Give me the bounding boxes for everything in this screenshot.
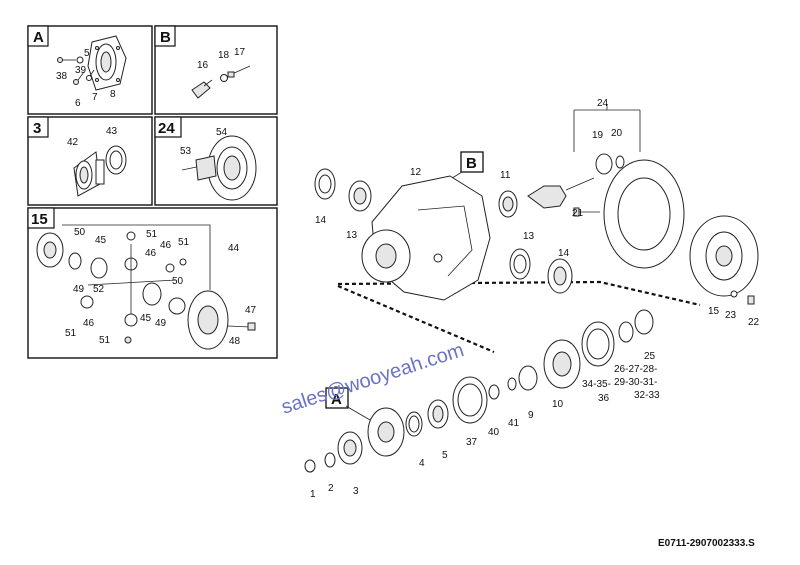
inset-tag-b: B	[160, 29, 171, 46]
main-exploded-view: B	[304, 98, 760, 500]
callout-26-27-28: 26-27-28-	[614, 364, 657, 375]
callout-25: 25	[644, 351, 656, 362]
inset-box-a: A 38 39 5 6 7 8	[27, 25, 153, 115]
callout-46: 46	[160, 240, 172, 251]
callout-6: 6	[75, 98, 81, 109]
callout-46: 46	[145, 248, 157, 259]
callout-38: 38	[56, 71, 68, 82]
callout-50: 50	[172, 276, 184, 287]
callout-20: 20	[611, 128, 623, 139]
callout-41: 41	[508, 418, 520, 429]
callout-51: 51	[146, 229, 158, 240]
callout-4: 4	[419, 458, 425, 469]
callout-42: 42	[67, 137, 79, 148]
callout-18: 18	[218, 50, 230, 61]
callout-40: 40	[488, 427, 500, 438]
callout-36: 36	[598, 393, 610, 404]
callout-46: 46	[83, 318, 95, 329]
callout-50: 50	[74, 227, 86, 238]
callout-7: 7	[92, 92, 98, 103]
callout-10: 10	[552, 399, 564, 410]
callout-54: 54	[216, 127, 228, 138]
callout-49: 49	[73, 284, 85, 295]
callout-13: 13	[523, 231, 535, 242]
callout-19: 19	[592, 130, 604, 141]
inset-tag-3: 3	[33, 120, 41, 137]
callout-3: 3	[353, 486, 359, 497]
callout-48: 48	[229, 336, 241, 347]
callout-9: 9	[528, 410, 534, 421]
callout-47: 47	[245, 305, 257, 316]
callout-17: 17	[234, 47, 246, 58]
callout-5: 5	[442, 450, 448, 461]
callout-22: 22	[748, 317, 760, 328]
callout-21: 21	[572, 208, 584, 219]
callout-44: 44	[228, 243, 240, 254]
callout-15: 15	[708, 306, 720, 317]
callout-43: 43	[106, 126, 118, 137]
callout-14: 14	[558, 248, 570, 259]
callout-2: 2	[328, 483, 334, 494]
figure-code: E0711-2907002333.S	[658, 538, 755, 549]
callout-29-30-31: 29-30-31-	[614, 377, 657, 388]
callout-1: 1	[310, 489, 316, 500]
main-tag-b: B	[466, 155, 477, 172]
inset-tag-24: 24	[158, 120, 175, 137]
inset-box-24: 24 54 53	[154, 116, 278, 206]
callout-51: 51	[178, 237, 190, 248]
callout-49: 49	[155, 318, 167, 329]
inset-tag-15: 15	[31, 211, 48, 228]
inset-box-15: 15 50 51 45 46 51 44 49 52 46 50 51 46	[27, 207, 278, 359]
callout-53: 53	[180, 146, 192, 157]
callout-8: 8	[110, 89, 116, 100]
inset-tag-a: A	[33, 29, 44, 46]
callout-37: 37	[466, 437, 478, 448]
callout-12: 12	[410, 167, 422, 178]
callout-51: 51	[99, 335, 111, 346]
callout-14: 14	[315, 215, 327, 226]
callout-32-33: 32-33	[634, 390, 660, 401]
callout-45: 45	[95, 235, 107, 246]
inset-box-3: 3 42 43	[27, 116, 153, 206]
callout-11: 11	[500, 170, 511, 181]
callout-45: 45	[140, 313, 152, 324]
callout-34-35: 34-35-	[582, 379, 611, 390]
callout-16: 16	[197, 60, 209, 71]
callout-51: 51	[65, 328, 77, 339]
callout-5: 5	[84, 48, 90, 59]
inset-box-b: B 16 18 17	[154, 25, 278, 115]
callout-23: 23	[725, 310, 737, 321]
callout-39: 39	[75, 65, 87, 76]
callout-24: 24	[597, 98, 609, 109]
callout-13: 13	[346, 230, 358, 241]
callout-52: 52	[93, 284, 105, 295]
main-tag-a: A	[331, 391, 342, 408]
